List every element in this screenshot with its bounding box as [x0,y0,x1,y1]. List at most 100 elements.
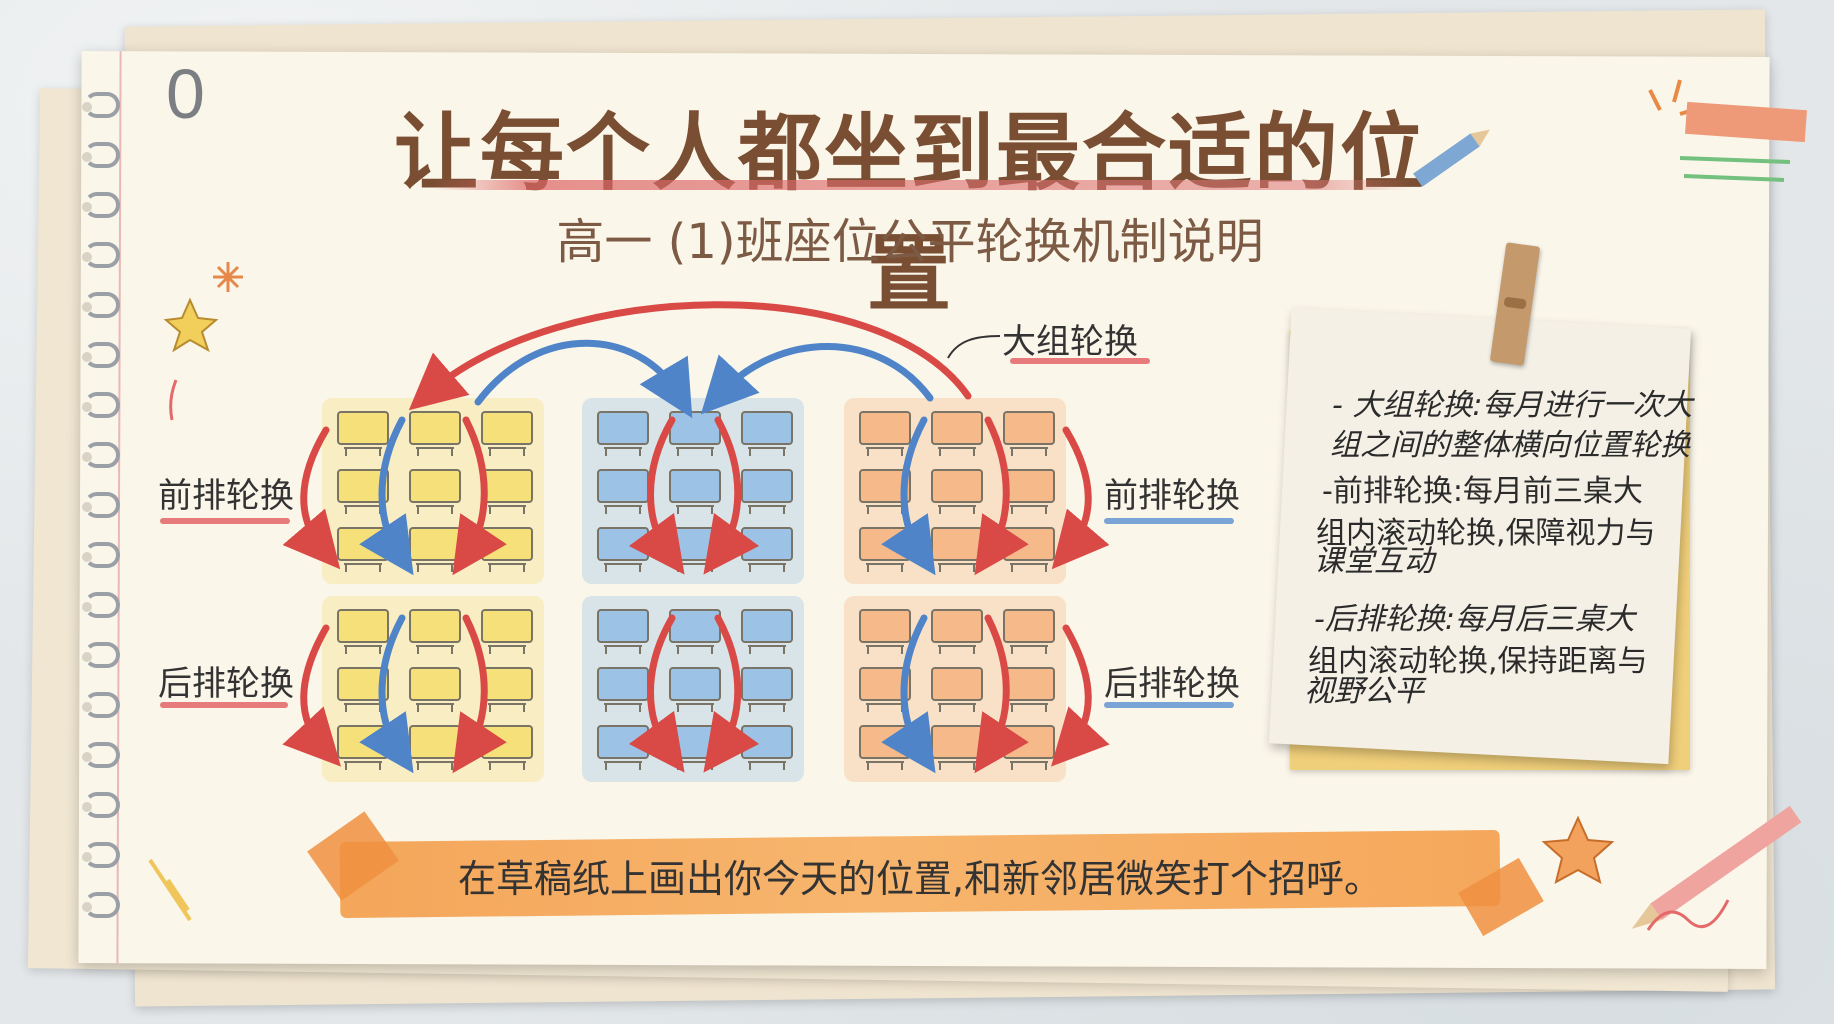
desk [1003,667,1055,701]
desk [931,469,983,503]
back-rotation-label-right: 后排轮换 [1104,664,1240,704]
back-rotation-label-left: 后排轮换 [158,664,294,704]
in-group-rotation-arrow [452,614,507,774]
chair [604,505,642,514]
note-line: 视野公平 [1304,674,1424,709]
in-group-rotation-arrow [974,416,1029,576]
chair [488,645,526,654]
page-number: 0 [166,55,205,133]
chair [938,505,976,514]
back-rotation-arrow [1051,624,1110,767]
chair [866,645,904,654]
desk [597,527,649,561]
in-group-rotation-arrow [703,416,760,575]
desk [669,527,721,561]
chair [604,645,642,654]
leader-line [947,335,1001,359]
label-underline [1104,518,1234,524]
group-rotation-label: 大组轮换 [1002,322,1138,362]
back-rotation-arrow [282,624,341,767]
chair [748,645,786,654]
group-rotation-arrow [408,301,972,411]
note-line: 组内滚动轮换,保持距离与 [1308,644,1648,679]
label-underline [160,518,290,524]
desk [931,527,983,561]
desk [409,527,461,561]
in-group-rotation-arrow [628,416,685,575]
pencil-icon [1413,129,1490,187]
front-rotation-label-left: 前排轮换 [158,476,294,516]
desk [481,725,533,759]
chair [604,703,642,712]
group-rotation-arrow [474,339,693,419]
chair [1010,703,1048,712]
desk [337,411,389,445]
chair [416,761,454,770]
chair [676,505,714,514]
desk [669,667,721,701]
in-group-rotation-arrow [359,416,414,576]
desk [481,411,533,445]
chair [416,505,454,514]
chair [416,563,454,572]
page-subtitle: 高一 (1)班座位公平轮换机制说明 [556,214,1264,270]
front-rotation-arrow [282,426,341,570]
binder-ring [82,892,120,918]
desk [481,469,533,503]
desk [1003,527,1055,561]
chair [676,703,714,712]
label-underline [1104,702,1234,708]
desk [1003,609,1055,643]
desk [409,411,461,445]
chair [1010,505,1048,514]
note-line: 组内滚动轮换,保障视力与 [1316,516,1656,551]
chair [748,703,786,712]
chair [344,447,382,456]
title-underline [432,180,1412,190]
in-group-rotation-arrow [703,614,760,773]
desk [597,667,649,701]
binder-ring [82,392,120,418]
desk [741,469,793,503]
desk [481,667,533,701]
binder-ring [82,792,120,818]
chair [488,703,526,712]
in-group-rotation-arrow [974,614,1029,774]
binder-ring [82,592,120,618]
desk [481,527,533,561]
note-line: 组之间的整体横向位置轮换 [1330,428,1690,463]
desk [1003,725,1055,759]
chair [488,505,526,514]
green-lines [1679,156,1791,182]
desk [669,469,721,503]
desk [741,725,793,759]
chair [488,447,526,456]
chair [938,703,976,712]
star-icon [163,297,219,353]
doodle-lines [148,858,192,922]
chair [938,761,976,770]
label-underline [1010,358,1150,364]
desk [409,469,461,503]
desk [1003,411,1055,445]
chair [1010,447,1048,456]
chair [416,703,454,712]
chair [866,447,904,456]
binder-ring [82,342,120,368]
doodle-line [169,379,178,421]
binder-ring [82,92,120,118]
desk [741,411,793,445]
desk [931,609,983,643]
chair [748,505,786,514]
chair [938,563,976,572]
desk [409,667,461,701]
desk [859,411,911,445]
banner-text: 在草稿纸上画出你今天的位置,和新邻居微笑打个招呼。 [457,857,1383,901]
binder-ring [82,142,120,168]
binder-ring [82,842,120,868]
desk [337,609,389,643]
sparkle-icon [213,262,243,292]
doodles [148,79,1807,931]
in-group-rotation-arrow [628,614,685,773]
binder-ring [82,192,120,218]
